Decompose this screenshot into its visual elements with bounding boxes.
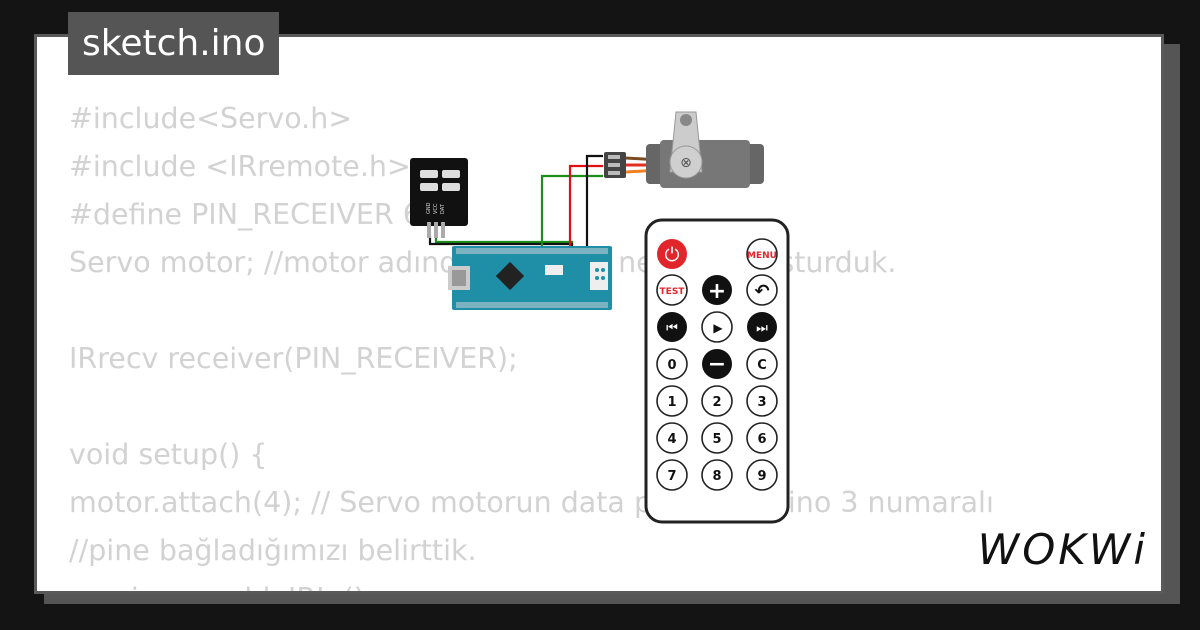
svg-text:⏻: ⏻	[664, 244, 679, 266]
svg-text:⏮: ⏮	[666, 321, 678, 336]
digit-4-button[interactable]: 4	[656, 422, 688, 454]
digit-9-button[interactable]: 9	[746, 459, 778, 491]
next-button[interactable]: ⏭	[747, 312, 777, 342]
digit-3-button[interactable]: 3	[746, 385, 778, 417]
svg-text:+: +	[708, 279, 726, 304]
code-line: //pine bağladığımızı belirttik.	[69, 534, 477, 567]
digit-8-button[interactable]: 8	[701, 459, 733, 491]
sketch-title: sketch.ino	[68, 12, 280, 75]
power-button[interactable]: ⏻	[657, 239, 687, 269]
plus-button[interactable]: +	[702, 275, 732, 305]
code-line: void setup() {	[69, 438, 268, 471]
svg-text:9: 9	[757, 469, 766, 484]
digit-0-button[interactable]: 0	[656, 348, 688, 380]
play-button[interactable]: ▶	[701, 311, 733, 343]
ir-remote[interactable]: ⏻ MENU TEST + ↶ ⏮ ▶ ⏭	[644, 218, 790, 524]
code-line: #include <IRremote.h>	[69, 150, 411, 183]
svg-text:6: 6	[757, 432, 766, 447]
code-line: receiver.enableIRIn();	[69, 575, 994, 591]
svg-text:↶: ↶	[754, 281, 769, 302]
code-preview: #include<Servo.h> #include <IRremote.h> #d…	[69, 95, 994, 591]
svg-text:4: 4	[667, 432, 676, 447]
digit-6-button[interactable]: 6	[746, 422, 778, 454]
code-line: #define PIN_RECEIVER 6	[69, 198, 421, 231]
test-button[interactable]: TEST	[656, 274, 688, 306]
svg-text:MENU: MENU	[747, 251, 777, 261]
svg-text:⊗: ⊗	[680, 155, 692, 171]
digit-1-button[interactable]: 1	[656, 385, 688, 417]
ir-pin-label: GND	[426, 202, 432, 214]
code-line: IRrecv receiver(PIN_RECEIVER);	[69, 342, 518, 375]
digit-5-button[interactable]: 5	[701, 422, 733, 454]
svg-text:1: 1	[667, 395, 676, 410]
minus-button[interactable]: −	[702, 349, 732, 379]
svg-text:⏭: ⏭	[756, 321, 768, 336]
svg-text:2: 2	[712, 395, 721, 410]
svg-text:7: 7	[667, 469, 676, 484]
prev-button[interactable]: ⏮	[657, 312, 687, 342]
digit-2-button[interactable]: 2	[701, 385, 733, 417]
menu-button[interactable]: MENU	[746, 238, 778, 270]
wokwi-logo: WOKWi	[977, 525, 1148, 574]
digit-7-button[interactable]: 7	[656, 459, 688, 491]
svg-text:TEST: TEST	[660, 287, 686, 297]
back-button[interactable]: ↶	[746, 274, 778, 306]
svg-text:−: −	[708, 352, 726, 377]
svg-text:8: 8	[712, 469, 721, 484]
svg-text:0: 0	[667, 358, 676, 373]
svg-text:5: 5	[712, 432, 721, 447]
ir-pin-label: DAT	[440, 203, 446, 214]
ir-receiver-module[interactable]: GND VCC DAT	[410, 158, 468, 238]
svg-text:▶: ▶	[713, 321, 723, 335]
svg-text:C: C	[757, 358, 767, 373]
servo-motor[interactable]: ⊗	[604, 111, 764, 188]
wire-servo-signal	[540, 174, 603, 248]
ir-pin-label: VCC	[433, 203, 439, 214]
arduino-nano-board[interactable]	[448, 246, 612, 310]
svg-text:3: 3	[757, 395, 766, 410]
preview-card[interactable]: #include<Servo.h> #include <IRremote.h> #d…	[34, 34, 1164, 594]
c-button[interactable]: C	[746, 348, 778, 380]
code-line: #include<Servo.h>	[69, 102, 353, 135]
